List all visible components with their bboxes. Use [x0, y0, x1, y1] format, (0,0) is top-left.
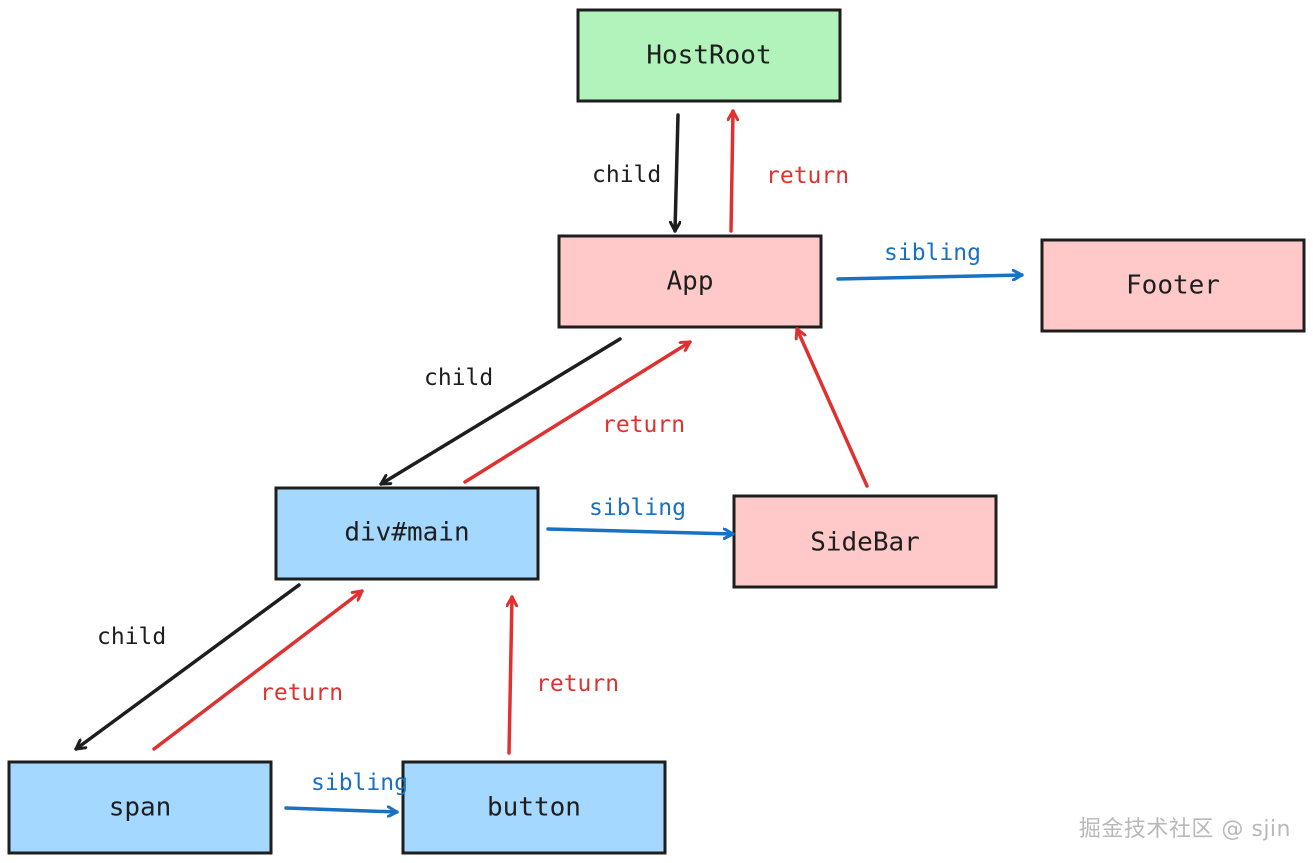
label-span-divmain-return: return: [260, 680, 343, 706]
node-sidebar: SideBar: [732, 494, 998, 589]
edge-span-button-sibling: [284, 808, 399, 812]
node-app-box: [557, 234, 823, 329]
label-divmain-span-child: child: [97, 624, 166, 650]
node-footer: Footer: [1040, 238, 1306, 333]
label-hostroot-app-child: child: [592, 162, 661, 188]
edge-hostroot-app-child: [675, 113, 678, 233]
node-span-label: span: [109, 793, 172, 823]
edge-sidebar-app-return: [797, 327, 869, 488]
node-app-label: App: [667, 267, 714, 297]
node-button: button: [401, 760, 667, 855]
label-divmain-app-return: return: [602, 412, 685, 438]
label-button-divmain-return: return: [536, 671, 619, 697]
node-span-box: [7, 760, 273, 855]
node-footer-box: [1040, 238, 1306, 333]
edge-app-footer-sibling: [836, 275, 1024, 279]
node-sidebar-label: SideBar: [810, 528, 920, 558]
node-sidebar-box: [732, 494, 998, 589]
watermark: 掘金技术社区 @ sjin: [1078, 817, 1291, 842]
edge-app-hostroot-return: [731, 109, 733, 233]
node-footer-label: Footer: [1126, 271, 1220, 301]
node-button-box: [401, 760, 667, 855]
label-span-button-sibling: sibling: [311, 770, 408, 796]
label-app-hostroot-return: return: [766, 163, 849, 189]
node-span: span: [7, 760, 273, 855]
node-hostroot-label: HostRoot: [646, 41, 771, 71]
edge-divmain-app-return: [463, 340, 692, 484]
node-app: App: [557, 234, 823, 329]
edge-divmain-span-child: [74, 583, 301, 751]
edge-span-divmain-return: [152, 589, 364, 751]
node-divmain: div#main: [274, 486, 540, 581]
edge-divmain-sidebar-sibling: [546, 527, 735, 534]
node-divmain-label: div#main: [344, 518, 469, 548]
node-divmain-box: [274, 486, 540, 581]
node-hostroot-box: [576, 8, 842, 103]
edge-app-divmain-child: [379, 337, 622, 486]
node-button-label: button: [487, 793, 581, 823]
label-app-divmain-child: child: [424, 365, 493, 391]
label-app-footer-sibling: sibling: [884, 240, 981, 266]
label-divmain-sidebar-sibling: sibling: [589, 495, 686, 521]
node-hostroot: HostRoot: [576, 8, 842, 103]
edge-button-divmain-return: [509, 595, 512, 755]
